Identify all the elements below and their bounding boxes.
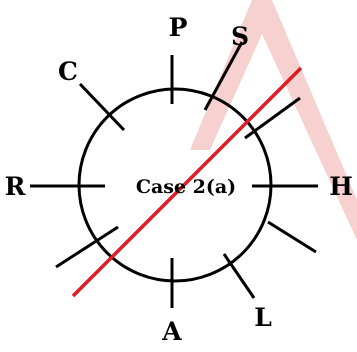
seat-tick-top-left bbox=[78, 82, 126, 132]
seat-label-h: H bbox=[329, 172, 353, 201]
seat-label-r: R bbox=[5, 172, 26, 201]
seat-tick-upper-right bbox=[244, 96, 301, 140]
seat-tick-bottom-right bbox=[222, 253, 256, 299]
seat-tick-top-right bbox=[203, 41, 244, 111]
seat-label-s: S bbox=[231, 22, 249, 51]
seat-tick-lower-left bbox=[55, 225, 119, 269]
watermark-logo bbox=[190, 0, 357, 240]
seat-label-l: L bbox=[254, 303, 272, 332]
seat-tick-lower-right bbox=[267, 220, 317, 254]
seat-label-p: P bbox=[169, 13, 188, 42]
red-cut-line bbox=[71, 66, 303, 298]
seat-label-a: A bbox=[161, 317, 182, 346]
case-label: Case 2(a) bbox=[136, 176, 236, 198]
seat-label-c: C bbox=[58, 57, 78, 86]
